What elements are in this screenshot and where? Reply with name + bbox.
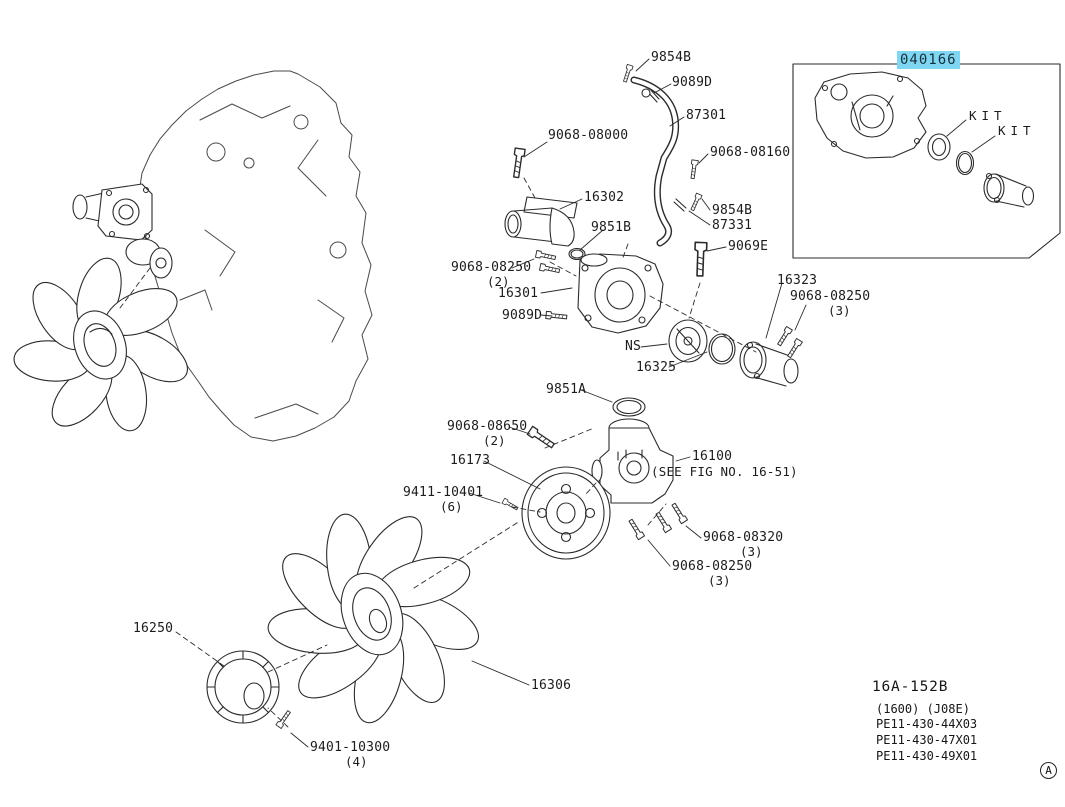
part-label-9851a[interactable]: 9851A	[546, 382, 587, 397]
kit-label-2: KIT	[998, 123, 1036, 138]
kit-label-1: KIT	[969, 108, 1007, 123]
part-label-9068-08250-c[interactable]: 9068-08250	[672, 559, 753, 574]
pump-housing-drawing	[577, 253, 664, 334]
thermostat-drawing	[668, 319, 736, 365]
part-label-9068-08320[interactable]: 9068-08320	[703, 530, 784, 545]
part-label-16250[interactable]: 16250	[133, 621, 174, 636]
page-badge-a: A	[1040, 762, 1057, 779]
part-label-9854b-top[interactable]: 9854B	[651, 50, 692, 65]
part-label-9069e[interactable]: 9069E	[728, 239, 769, 254]
part-label-16325[interactable]: 16325	[636, 360, 677, 375]
part-label-9068-08000[interactable]: 9068-08000	[548, 128, 629, 143]
part-label-9068-08250-a[interactable]: 9068-08250	[451, 260, 532, 275]
part-label-9089d-top[interactable]: 9089D	[672, 75, 713, 90]
fan-clutch-drawing	[206, 650, 280, 724]
part-label-16301[interactable]: 16301	[498, 286, 539, 301]
outlet-drawing	[739, 341, 799, 387]
part-label-16173[interactable]: 16173	[450, 453, 491, 468]
part-label-16100[interactable]: 16100	[692, 449, 733, 464]
part-label-9401-10300[interactable]: 9401-10300	[310, 740, 391, 755]
water-pump-drawing	[591, 397, 674, 504]
part-label-ns: NS	[625, 339, 642, 354]
part-label-9851b[interactable]: 9851B	[591, 220, 632, 235]
figure-code: 16A-152B	[872, 679, 949, 695]
highlighted-part-number-040166[interactable]: 040166	[897, 51, 960, 69]
part-label-16306[interactable]: 16306	[531, 678, 572, 693]
part-label-87301[interactable]: 87301	[686, 108, 727, 123]
engine-mounted-pump-drawing	[72, 183, 173, 279]
inlet-pipe-drawing	[504, 196, 586, 261]
big-fan-drawing	[267, 513, 480, 724]
part-label-9411-10401[interactable]: 9411-10401	[403, 485, 484, 500]
part-qty-9068-08650: (2)	[483, 433, 506, 448]
engine-block-drawing	[138, 70, 373, 442]
dashed-centerlines	[119, 177, 757, 728]
part-label-9068-08650[interactable]: 9068-08650	[447, 419, 528, 434]
footer-spec: (1600) (J08E)	[876, 702, 970, 716]
footer-part-code-1: PE11-430-44X03	[876, 717, 978, 731]
small-fan-drawing	[13, 257, 188, 432]
part-qty-9411-10401: (6)	[440, 499, 463, 514]
pulley-drawing	[521, 466, 611, 560]
part-qty-9401-10300: (4)	[345, 754, 368, 769]
part-label-9089d-mid[interactable]: 9089D	[502, 308, 543, 323]
part-qty-9068-08250-c: (3)	[708, 573, 731, 588]
part-qty-9068-08320: (3)	[740, 544, 763, 559]
part-label-16100-see-fig: (SEE FIG NO. 16-51)	[651, 464, 798, 479]
part-label-9854b-mid[interactable]: 9854B	[712, 203, 753, 218]
part-label-16323[interactable]: 16323	[777, 273, 818, 288]
footer-part-code-3: PE11-430-49X01	[876, 749, 978, 763]
leader-lines	[290, 58, 807, 748]
kit-box-drawing	[792, 63, 1061, 259]
part-label-9068-08250-b[interactable]: 9068-08250	[790, 289, 871, 304]
part-label-16302[interactable]: 16302	[584, 190, 625, 205]
part-qty-9068-08250-b: (3)	[828, 303, 851, 318]
part-qty-9068-08250-a: (2)	[487, 274, 510, 289]
part-label-87331[interactable]: 87331	[712, 218, 753, 233]
part-label-9068-08160[interactable]: 9068-08160	[710, 145, 791, 160]
hose-drawing	[630, 76, 687, 247]
footer-part-code-2: PE11-430-47X01	[876, 733, 978, 747]
